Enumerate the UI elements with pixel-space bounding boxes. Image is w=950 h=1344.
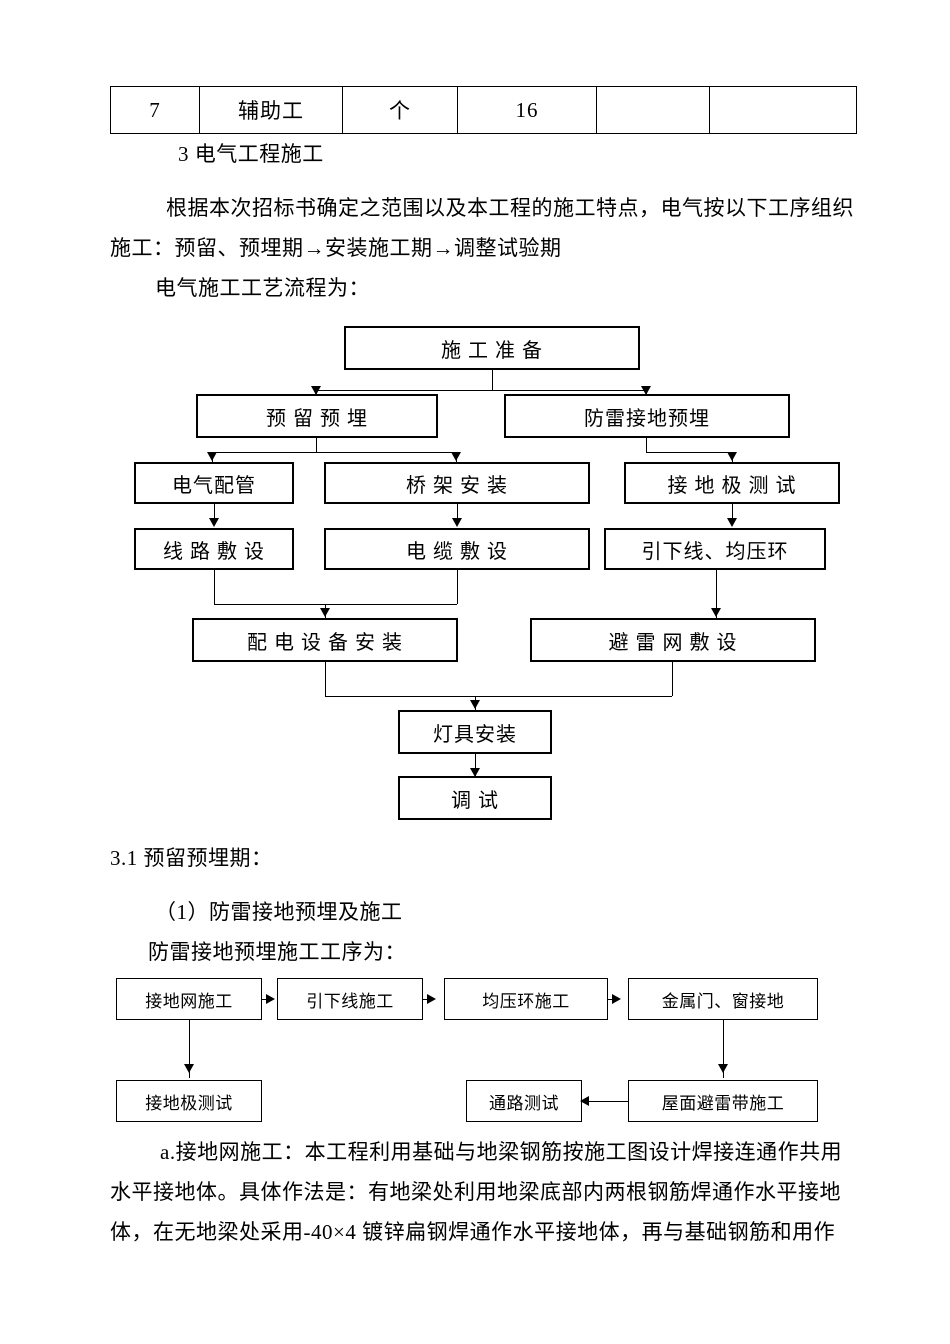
cell-qty: 16	[457, 86, 597, 134]
arrow-to-lightning-embed	[641, 386, 651, 395]
arrow-pipe-to-line	[209, 518, 219, 527]
flow2-box-roof-lightning-belt: 屋面避雷带施工	[628, 1080, 818, 1122]
connector-merge-lamp	[325, 696, 672, 697]
paragraph-1-line-1: 根据本次招标书确定之范围以及本工程的施工特点，电气按以下工序组织	[166, 196, 854, 220]
paragraph-4-line-2: 水平接地体。具体作法是：有地梁处利用地梁底部内两根钢筋焊通作水平接地	[110, 1180, 841, 1204]
flow-box-bridge-install: 桥 架 安 装	[324, 462, 590, 504]
paragraph-3: 防雷接地预埋施工工序为：	[148, 940, 406, 964]
flow2-box-ground-pole-test: 接地极测试	[116, 1080, 262, 1122]
connector-pipe-to-line	[214, 504, 215, 524]
flow-box-distribution-equipment-installation: 配 电 设 备 安 装	[192, 618, 458, 662]
flow2-box-equalizing-ring: 均压环施工	[444, 978, 608, 1020]
arrow-to-prepare-embed	[311, 386, 321, 395]
arrow-to-electrical-pipe	[207, 452, 217, 461]
arrow-to-dist-equip	[320, 608, 330, 617]
flow2-box-downlead: 引下线施工	[277, 978, 423, 1020]
arrow-bridge-to-cable	[452, 518, 462, 527]
cell-unit: 个	[342, 86, 458, 134]
paragraph-1-line-2: 施工：预留、预埋期→安装施工期→调整试验期	[110, 236, 562, 260]
flow2-box-ground-net: 接地网施工	[116, 978, 262, 1020]
connector-test-to-downlead	[732, 504, 733, 524]
flow-box-construction-preparation: 施 工 准 备	[344, 326, 640, 370]
connector-ground-net-down	[189, 1020, 190, 1078]
heading-section-3: 3 电气工程施工	[178, 142, 324, 166]
connector-lightning-down	[646, 438, 647, 452]
arrow-to-ground-pole-test	[727, 452, 737, 461]
flow-box-lightning-embed: 防雷接地预埋	[504, 394, 790, 438]
materials-table: 7 辅助工 个 16	[110, 86, 857, 134]
table-row: 7 辅助工 个 16	[110, 86, 857, 134]
connector-downlead-to-net	[716, 570, 717, 618]
arrow-to-lamp	[470, 700, 480, 709]
flow2-box-metal-door-window: 金属门、窗接地	[628, 978, 818, 1020]
arrow-ring-to-metal	[612, 994, 621, 1004]
connector-lamp-to-commissioning	[475, 754, 476, 776]
arrow-to-bridge-install	[451, 452, 461, 461]
connector-prepare-split	[212, 452, 456, 453]
arrow-metal-down	[718, 1064, 728, 1073]
connector-prepare-down	[316, 438, 317, 452]
arrow-downlead-to-ring	[427, 994, 436, 1004]
connector-net-down	[672, 662, 673, 696]
arrow-test-to-downlead	[727, 518, 737, 527]
flow-box-commissioning: 调 试	[398, 776, 552, 820]
flow-box-prepare-embed: 预 留 预 埋	[196, 394, 438, 438]
cell-no: 7	[110, 86, 200, 134]
connector-lightning-over	[646, 452, 732, 453]
cell-blank-1	[596, 86, 710, 134]
arrow-ground-net-down	[184, 1064, 194, 1073]
flow-box-ground-pole-test: 接 地 极 测 试	[624, 462, 840, 504]
connector-line-down	[214, 570, 215, 604]
connector-prep-down	[492, 370, 493, 390]
connector-dist-down	[325, 662, 326, 696]
arrow-downlead-to-net	[711, 608, 721, 617]
flow-box-lamp-installation: 灯具安装	[398, 710, 552, 754]
heading-item-1: （1）防雷接地预埋及施工	[155, 900, 403, 924]
arrow-ground-net-to-downlead	[266, 994, 275, 1004]
connector-metal-down	[723, 1020, 724, 1078]
paragraph-4-line-1: a.接地网施工：本工程利用基础与地梁钢筋按施工图设计焊接连通作共用	[160, 1140, 843, 1164]
cell-blank-2	[709, 86, 857, 134]
flow2-box-path-test: 通路测试	[466, 1080, 582, 1122]
connector-bridge-to-cable	[457, 504, 458, 524]
arrow-roof-to-path-test	[580, 1096, 589, 1106]
cell-name: 辅助工	[199, 86, 343, 134]
connector-roof-to-path-test	[586, 1101, 630, 1102]
heading-section-3-1: 3.1 预留预埋期：	[110, 846, 273, 870]
flow-box-cable-laying: 电 缆 敷 设	[324, 528, 590, 570]
connector-cable-down	[457, 570, 458, 604]
arrow-lamp-to-commissioning	[470, 768, 480, 777]
connector-prep-split	[316, 390, 646, 391]
flow-box-lightning-net-laying: 避 雷 网 敷 设	[530, 618, 816, 662]
flow-box-line-laying: 线 路 敷 设	[134, 528, 294, 570]
flow-box-electrical-pipe: 电气配管	[134, 462, 294, 504]
paragraph-2: 电气施工工艺流程为：	[155, 276, 370, 300]
flow-box-downlead-ring: 引下线、均压环	[604, 528, 826, 570]
connector-merge-dist	[214, 604, 457, 605]
paragraph-4-line-3: 体，在无地梁处采用-40×4 镀锌扁钢焊通作水平接地体，再与基础钢筋和用作	[110, 1220, 836, 1244]
